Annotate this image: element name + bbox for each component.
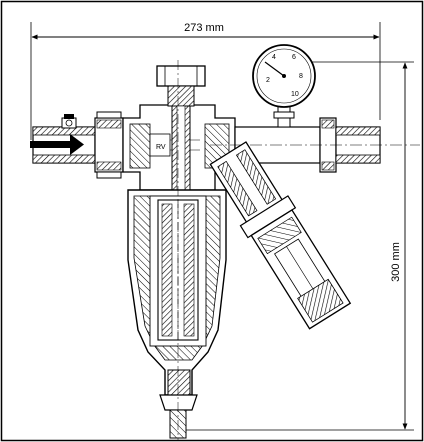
gauge-tick-label: 2 <box>266 77 270 84</box>
drain-screw <box>61 114 77 129</box>
gauge-tick-label: 10 <box>291 91 299 98</box>
height-dimension: 300 mm <box>180 61 414 431</box>
flow-direction-arrow <box>30 134 84 155</box>
gauge-tick-label: 6 <box>292 54 296 61</box>
gauge-tick-label: 4 <box>272 54 276 61</box>
width-dimension-label: 273 mm <box>184 22 224 34</box>
valve-label: RV <box>156 144 166 151</box>
gauge-tick-label: 8 <box>299 73 303 80</box>
height-dimension-label: 300 mm <box>390 242 402 282</box>
top-cap <box>156 65 206 191</box>
pressure-gauge: 2 4 6 8 10 <box>252 44 316 128</box>
pressure-reducer <box>209 141 352 330</box>
width-dimension: 273 mm <box>30 22 381 140</box>
